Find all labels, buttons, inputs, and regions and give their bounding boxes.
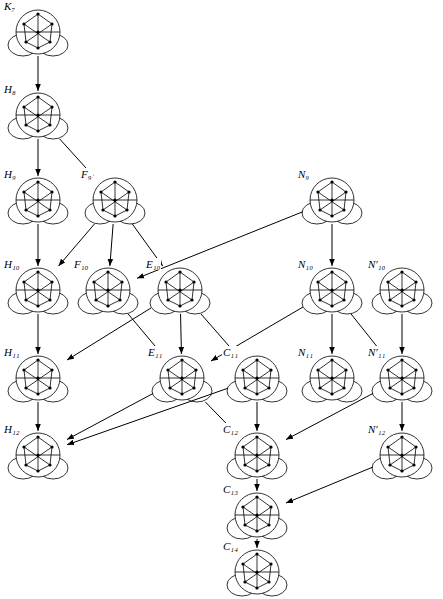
graph-label: C₁₂ (222, 423, 239, 435)
graph-label: F₉ (80, 168, 93, 180)
graph-drawing (152, 356, 212, 402)
arrow-connector (332, 314, 333, 354)
graph-drawing (302, 356, 362, 402)
graph-node: N₉ (303, 176, 361, 224)
graph-label: H₉ (3, 168, 17, 180)
arrow-connector (38, 314, 39, 354)
graph-drawing (8, 178, 68, 224)
graph-label: N′₁₂ (367, 423, 386, 435)
arrow-connector (257, 479, 258, 491)
graph-node: H₁₀ (9, 266, 67, 314)
graph-label: H₈ (3, 83, 17, 95)
graph-label: N₁₁ (297, 346, 314, 358)
arrow-connector (211, 307, 303, 361)
graph-drawing (78, 268, 138, 314)
graph-drawing (8, 268, 68, 314)
graph-label: N′₁₁ (367, 346, 386, 358)
graph-drawing (372, 356, 432, 402)
graph-label: C₁₄ (222, 540, 239, 552)
arrow-connector (402, 402, 403, 431)
graph-label: N′₁₀ (367, 258, 386, 270)
graph-node: H₉ (9, 176, 67, 224)
graph-label: F₁₀ (73, 258, 89, 270)
graph-label: E₁₁ (147, 346, 163, 358)
arrow-connector (38, 56, 39, 91)
arrow-connector (180, 314, 182, 354)
arrow-connector (67, 394, 153, 440)
graph-label: H₁₁ (3, 346, 21, 358)
graph-drawing (372, 433, 432, 479)
graph-node: N₁₀ (303, 266, 361, 314)
arrow-connector (257, 539, 258, 548)
graph-node: C₁₂ (228, 431, 286, 479)
graph-drawing (8, 356, 68, 402)
graph-node: F₁₀ (79, 266, 137, 314)
graph-drawing (372, 268, 432, 314)
graph-drawing (150, 268, 210, 314)
arrow-connector (38, 224, 39, 266)
graph-node: N′₁₀ (373, 266, 431, 314)
arrow-connector (38, 139, 39, 176)
graph-node: C₁₃ (228, 491, 286, 539)
graph-drawing (227, 356, 287, 402)
graph-node: F₉ (86, 176, 144, 224)
graph-drawing (302, 268, 362, 314)
graph-label: K₇ (3, 0, 16, 12)
arrow-connector (38, 402, 39, 431)
graph-node: N₁₁ (303, 354, 361, 402)
arrow-connector (402, 314, 403, 354)
graph-drawing (8, 10, 68, 56)
graph-node: K₇ (9, 8, 67, 56)
graph-drawing (8, 93, 68, 139)
graph-node: N′₁₁ (373, 354, 431, 402)
graph-node: N′₁₂ (373, 431, 431, 479)
graph-drawing (227, 433, 287, 479)
arrow-connector (137, 212, 303, 279)
graph-label: N₉ (297, 168, 310, 180)
graph-drawing (8, 433, 68, 479)
graph-drawing (227, 550, 287, 596)
arrow-connector (67, 308, 151, 360)
graph-node: H₈ (9, 91, 67, 139)
graph-node: H₁₁ (9, 354, 67, 402)
graph-label: N₁₀ (297, 258, 314, 270)
graph-node: E₁₀ (151, 266, 209, 314)
graph-label: C₁₁ (222, 346, 239, 358)
graph-node: E₁₁ (153, 354, 211, 402)
arrow-connector (286, 467, 373, 503)
graph-drawing (302, 178, 362, 224)
graph-label: E₁₀ (145, 258, 161, 270)
arrow-connector (257, 402, 258, 431)
arrow-connector (110, 224, 113, 266)
graph-label: H₁₂ (3, 423, 21, 435)
graph-node: C₁₄ (228, 548, 286, 596)
arrow-connector (332, 224, 333, 266)
arrow-connector (286, 393, 373, 439)
graph-node: H₁₂ (9, 431, 67, 479)
graph-drawing (85, 178, 145, 224)
graph-drawing (227, 493, 287, 539)
graph-label: C₁₃ (222, 483, 239, 495)
graph-label: H₁₀ (3, 258, 21, 270)
arrow-connector (67, 388, 228, 445)
graph-node: C₁₁ (228, 354, 286, 402)
